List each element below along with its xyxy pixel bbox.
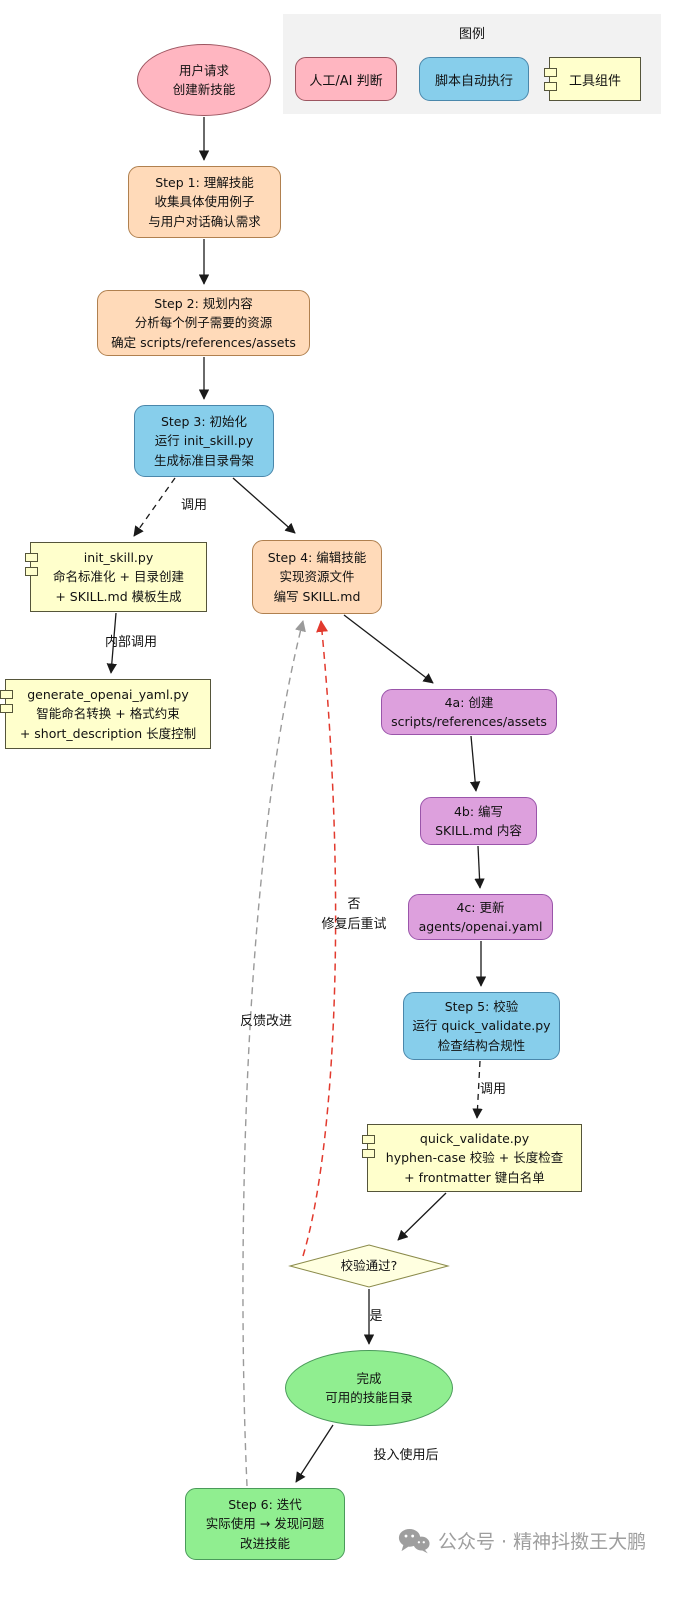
watermark: 公众号 · 精神抖擞王大鹏	[398, 1527, 646, 1554]
wechat-icon	[398, 1528, 430, 1554]
legend-item-human-ai-judgment: 人工/AI 判断	[295, 57, 397, 101]
component-tab-icon	[25, 553, 38, 562]
legend-title: 图例	[458, 27, 485, 42]
step4a-create-resources-node: 4a: 创建 scripts/references/assets	[381, 689, 557, 735]
step4c-update-yaml-node: 4c: 更新 agents/openai.yaml	[408, 894, 553, 940]
step4b-write-skillmd-node: 4b: 编写 SKILL.md 内容	[420, 797, 537, 845]
edge-label-feedback: 反馈改进	[239, 1013, 293, 1029]
edge-label-no-retry: 否 修复后重试	[321, 896, 387, 932]
edge-label-yes: 是	[369, 1308, 383, 1324]
edge-decision-step4-retry	[302, 619, 337, 1257]
legend-item-label: 工具组件	[568, 73, 621, 89]
legend-item-script-auto: 脚本自动执行	[419, 57, 529, 101]
component-tab-icon	[25, 567, 38, 576]
diamond-shape	[288, 1244, 450, 1288]
component-label: quick_validate.py hyphen-case 校验 + 长度检查 …	[385, 1130, 564, 1185]
step3-initialize-node: Step 3: 初始化 运行 init_skill.py 生成标准目录骨架	[134, 405, 274, 477]
edge-step3-step4	[232, 477, 296, 534]
component-tab-icon	[544, 82, 557, 91]
edge-label-call: 调用	[180, 497, 208, 513]
edge-4a-4b	[469, 735, 481, 792]
generate-openai-yaml-py-component: generate_openai_yaml.py 智能命名转换 + 格式约束 + …	[0, 679, 211, 749]
decision-validation-passed: 校验通过?	[288, 1244, 450, 1288]
edge-quickvalidate-decision	[397, 1192, 447, 1241]
edge-4b-4c	[474, 845, 485, 889]
edge-label-after-deploy: 投入使用后	[373, 1447, 439, 1463]
component-label: init_skill.py 命名标准化 + 目录创建 + SKILL.md 模板…	[53, 549, 184, 604]
component-tab-icon	[362, 1149, 375, 1158]
start-node-user-request: 用户请求 创建新技能	[137, 44, 271, 116]
step6-iterate-node: Step 6: 迭代 实际使用 → 发现问题 改进技能	[185, 1488, 345, 1560]
legend-item-tool-component: 工具组件	[544, 57, 641, 101]
done-node-usable-skill: 完成 可用的技能目录	[285, 1350, 453, 1426]
legend-item-label: 人工/AI 判断	[309, 73, 383, 89]
decision-label: 校验通过?	[340, 1258, 398, 1274]
step1-understand-skill-node: Step 1: 理解技能 收集具体使用例子 与用户对话确认需求	[128, 166, 281, 238]
edge-step6-step4-feedback	[242, 620, 306, 1487]
legend-item-label: 脚本自动执行	[434, 73, 513, 89]
edge-done-step6	[295, 1424, 334, 1483]
edge-step4-4a	[343, 614, 434, 684]
init-skill-py-component: init_skill.py 命名标准化 + 目录创建 + SKILL.md 模板…	[25, 542, 207, 612]
quick-validate-py-component: quick_validate.py hyphen-case 校验 + 长度检查 …	[362, 1124, 582, 1192]
component-label: generate_openai_yaml.py 智能命名转换 + 格式约束 + …	[19, 686, 197, 741]
legend: 图例 人工/AI 判断 脚本自动执行 工具组件	[283, 14, 661, 114]
edge-label-internal-call: 内部调用	[104, 634, 158, 650]
step4-edit-skill-node: Step 4: 编辑技能 实现资源文件 编写 SKILL.md	[252, 540, 382, 614]
step2-plan-content-node: Step 2: 规划内容 分析每个例子需要的资源 确定 scripts/refe…	[97, 290, 310, 356]
watermark-text: 公众号 · 精神抖擞王大鹏	[438, 1531, 647, 1553]
component-tab-icon	[362, 1135, 375, 1144]
edge-step3-initskill-call	[133, 477, 176, 537]
edge-label-call: 调用	[479, 1081, 507, 1097]
step5-validate-node: Step 5: 校验 运行 quick_validate.py 检查结构合规性	[403, 992, 560, 1060]
component-tab-icon	[0, 690, 13, 699]
component-tab-icon	[544, 68, 557, 77]
component-tab-icon	[0, 704, 13, 713]
